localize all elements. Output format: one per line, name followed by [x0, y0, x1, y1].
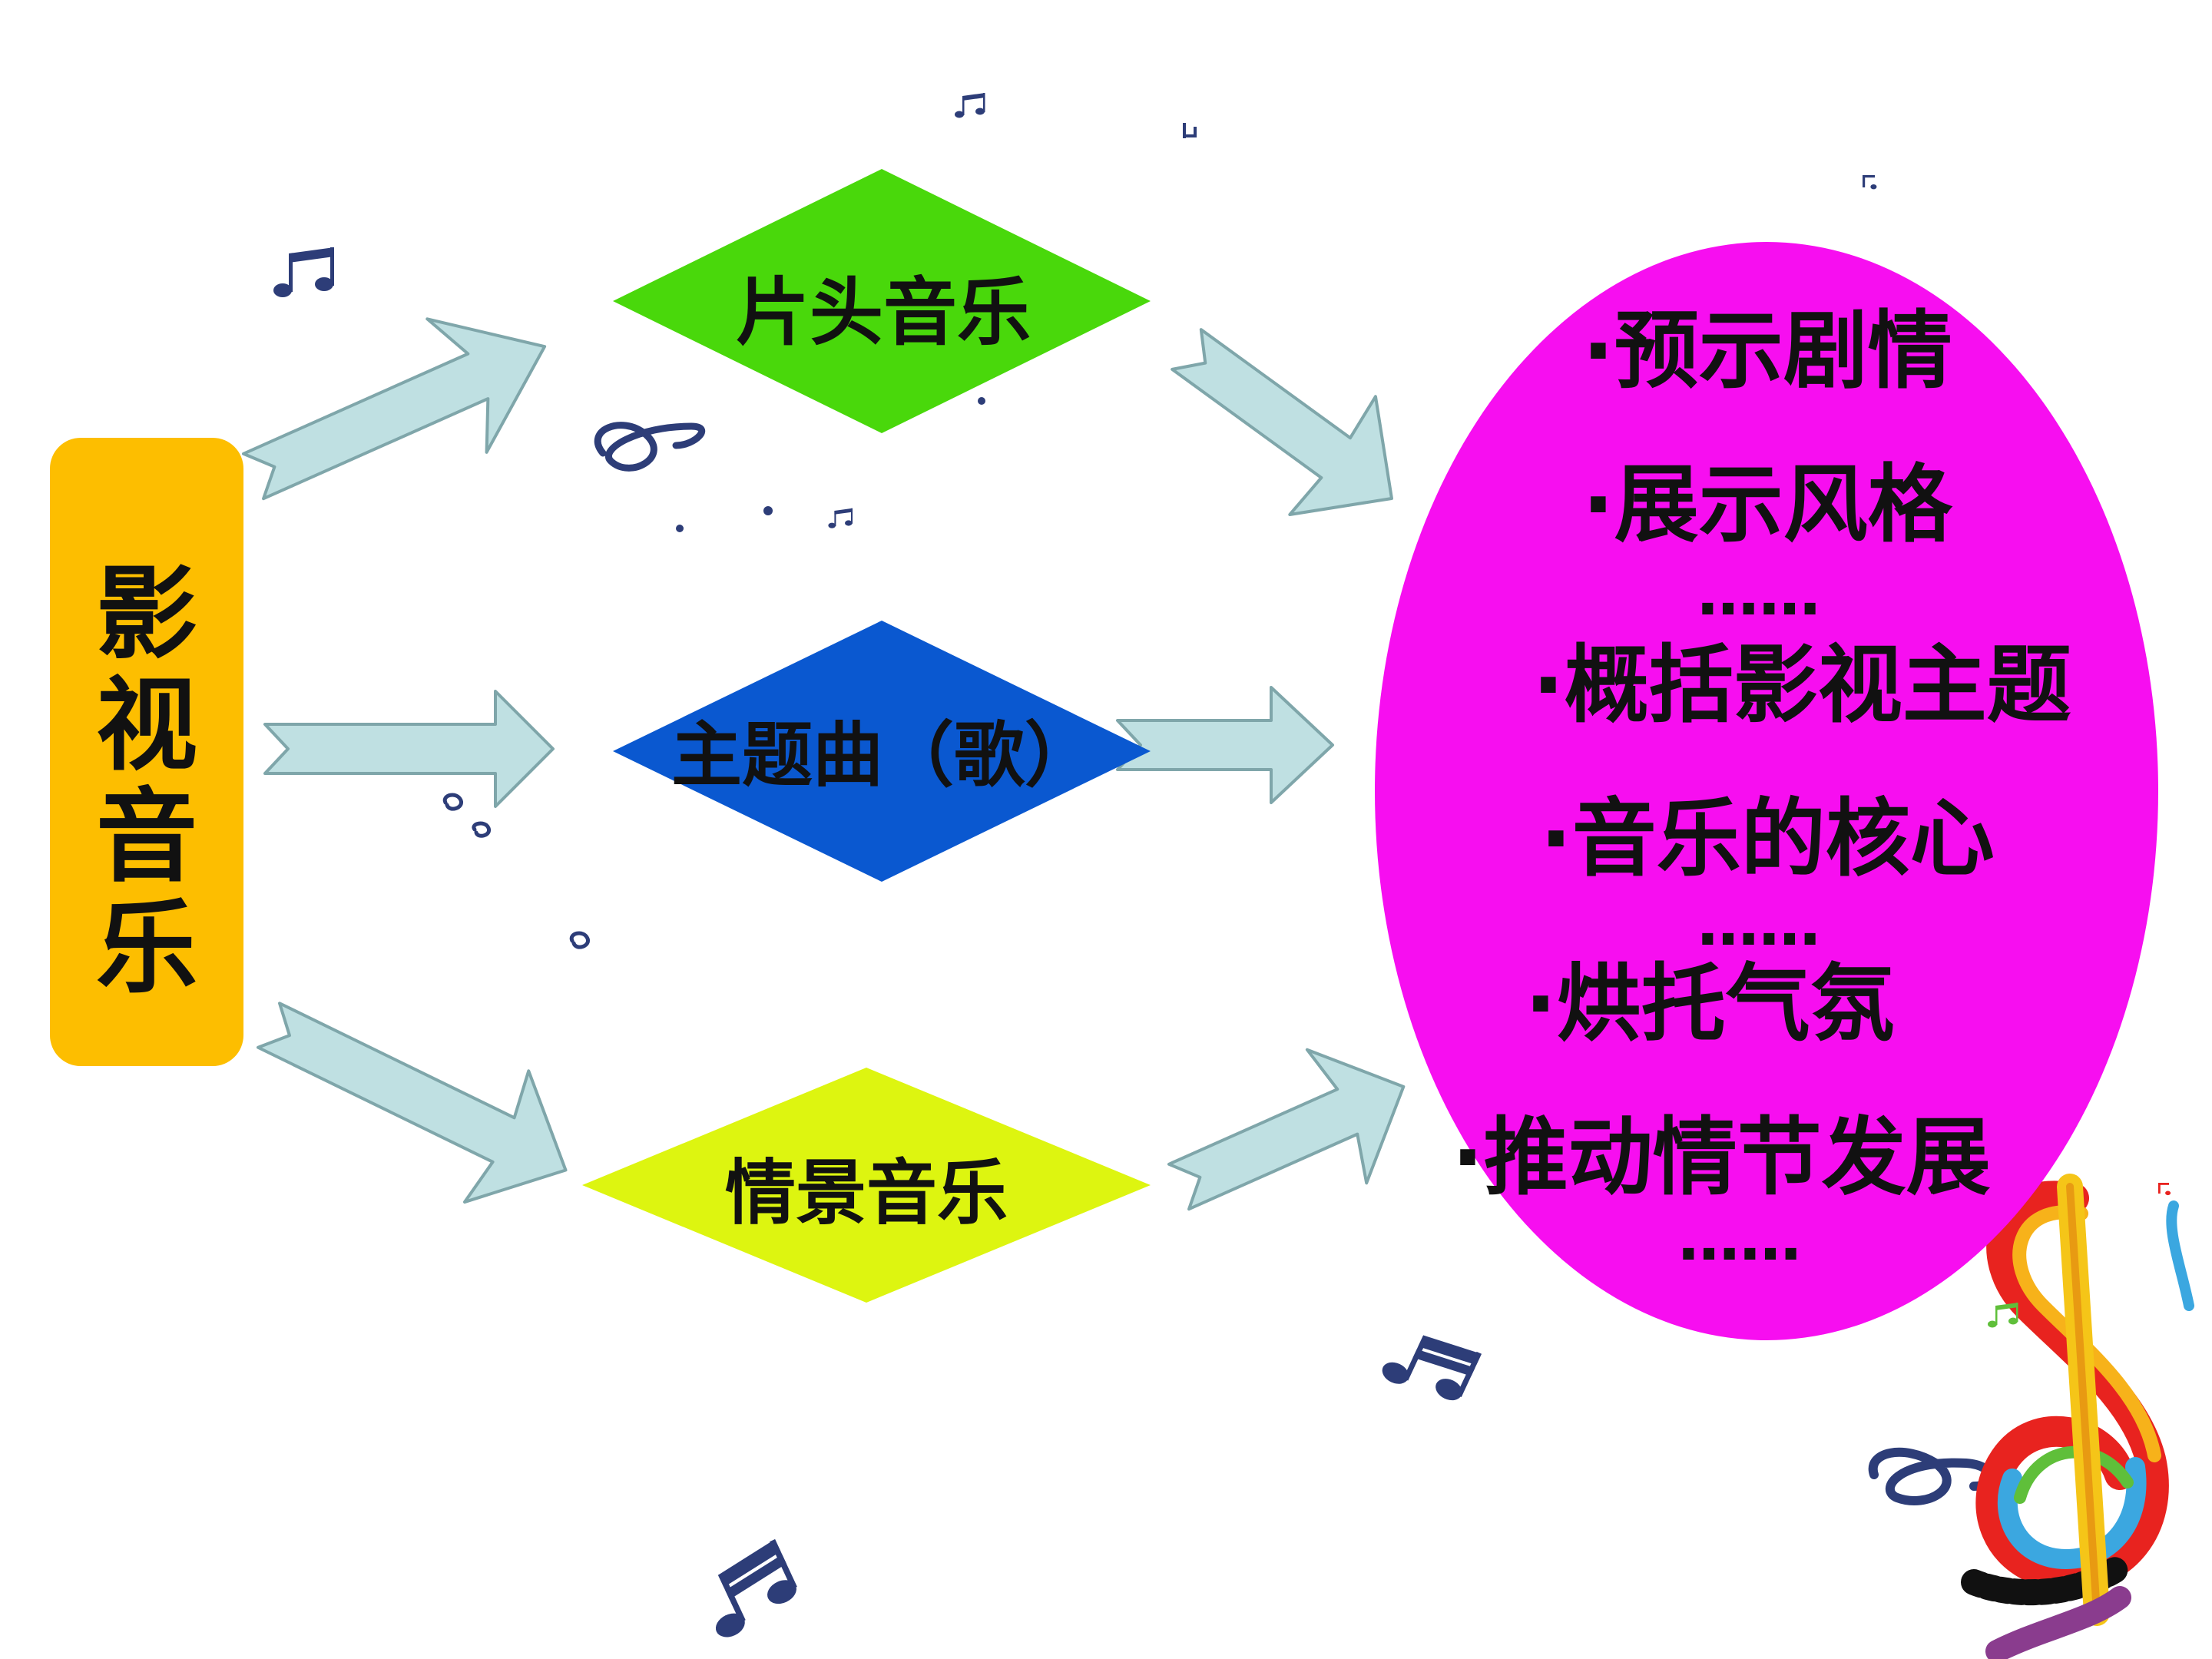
- function-ellipsis: ……: [1678, 1203, 1801, 1274]
- function-item: ·展示风格: [1582, 455, 1953, 554]
- music-note-icon: [715, 1539, 797, 1637]
- music-note-icon: [1382, 1335, 1482, 1401]
- decorative-notes: [273, 93, 1995, 1637]
- treble-clef-icon: [1868, 1447, 1995, 1505]
- music-note-icon: [978, 397, 985, 405]
- music-note-icon: [1863, 175, 1877, 190]
- diamond-opening-music: [613, 169, 1151, 433]
- arrow-opening-to-functions: [1171, 328, 1393, 516]
- diamond-scene-music: [582, 1068, 1151, 1303]
- arrow-to-theme: [263, 690, 555, 808]
- function-item: ·推动情节发展: [1452, 1108, 1991, 1207]
- source-box: [50, 438, 243, 1066]
- music-note-icon: [676, 525, 684, 532]
- diamond-label-opening-music: 片头音乐: [736, 270, 1031, 356]
- diamond-label-theme-song: 主题曲（歌）: [671, 714, 1095, 796]
- arrow-to-opening: [241, 317, 547, 501]
- treble-clef-icon: [442, 793, 590, 949]
- arrow-scene-to-functions: [1167, 1048, 1406, 1211]
- source-char: 音: [96, 778, 197, 896]
- functions-ellipse: [1375, 242, 2158, 1340]
- function-item: ·预示剧情: [1582, 302, 1952, 400]
- treble-clef-icon: [594, 422, 706, 472]
- function-item: ·音乐的核心: [1540, 790, 1995, 888]
- diamond-theme-song: [613, 621, 1151, 882]
- music-note-icon: [763, 506, 773, 515]
- source-char: 影: [96, 555, 197, 674]
- arrows: [241, 317, 1406, 1211]
- music-note-icon: [1183, 123, 1197, 138]
- arrow-to-scene: [256, 1002, 568, 1204]
- music-note-icon: [273, 247, 334, 297]
- music-note-icon: [2158, 1183, 2171, 1196]
- rainbow-treble-clef-icon: [1961, 1174, 2194, 1659]
- music-note-icon: [828, 508, 853, 528]
- function-item: ·概括影视主题: [1532, 636, 2071, 734]
- arrow-theme-to-functions: [1116, 686, 1334, 804]
- source-char: 乐: [96, 889, 197, 1008]
- function-item: ·烘托气氛: [1525, 955, 1895, 1053]
- music-note-icon: [1988, 1303, 2018, 1328]
- function-ellipsis: ……: [1697, 558, 1820, 629]
- source-char: 视: [96, 667, 197, 785]
- function-ellipsis: ……: [1697, 888, 1820, 959]
- diamond-label-scene-music: 情景音乐: [725, 1152, 1008, 1234]
- functions-list: ·预示剧情 ·展示风格 …… ·概括影视主题 ·音乐的核心 …… ·烘托气氛 ·…: [1452, 302, 2071, 1274]
- music-note-icon: [955, 93, 985, 118]
